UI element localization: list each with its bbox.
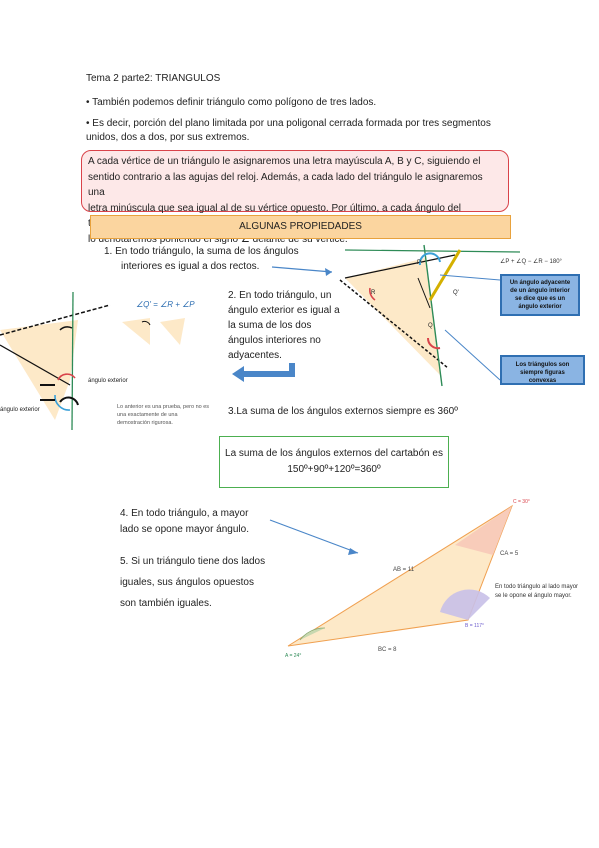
bullet-definition: • También podemos definir triángulo como… [86,97,377,108]
label-R: R [371,290,376,296]
small-note-line: demostración rigurosa. [117,420,173,426]
bullet-porcion: • Es decir, porción del plano limitada p… [86,118,491,129]
property-4-line: 4. En todo triángulo, a mayor [120,508,249,519]
page-title: Tema 2 parte2: TRIANGULOS [86,73,221,84]
angle-a-label: A = 24° [285,653,302,659]
callout-line: Un ángulo adyacente [509,280,571,286]
callout-line: Los triángulos son [515,362,570,368]
callout-line: convexas [528,378,557,384]
label-P: P [417,260,422,266]
property-4-line: lado se opone mayor ángulo. [120,524,249,535]
property-2-line: ángulos interiores no [228,335,321,346]
angle-c-label: C = 30° [513,499,530,505]
notation-line: A cada vértice de un triángulo le asigna… [88,156,481,167]
notation-line: sentido contrario a las agujas del reloj… [88,171,483,199]
figure-interior-angles [339,244,521,387]
property-1: 1. En todo triángulo, la suma de los áng… [104,244,299,274]
note-line: En todo triángulo al lado mayor [495,584,579,590]
property-2-line: 2. En todo triángulo, un [228,290,332,301]
property-4: 4. En todo triángulo, a mayor lado se op… [120,506,249,538]
property-5: 5. Si un triángulo tiene dos lados igual… [120,551,265,614]
largest-side-note: En todo triángulo al lado mayor se le op… [495,583,578,601]
figure-exterior-angle [0,291,185,431]
property-2-line: la suma de los dos [228,320,312,331]
side-ca-label: CA = 5 [500,551,519,557]
cartabon-line: La suma de los ángulos externos del cart… [225,448,443,459]
section-title: ALGUNAS PROPIEDADES [90,215,511,239]
callout-line: de un ángulo interior [510,288,570,294]
property-1-line: 1. En todo triángulo, la suma de los áng… [104,246,299,257]
label-angulo-exterior-b: ángulo exterior [0,407,40,413]
formula-interior: ∠P + ∠Q − ∠R − 180° [500,259,562,265]
property-1-line: interiores es igual a dos rectos. [121,261,260,272]
figure-largest-side [287,504,514,647]
small-note-line: Lo anterior es una prueba, pero no es [117,404,210,410]
property-2-line: adyacentes. [228,350,282,361]
formula-exterior: ∠Q' = ∠R + ∠P [136,300,195,309]
note-line: se le opone el ángulo mayor. [495,593,572,599]
side-bc-label: BC = 8 [378,647,397,653]
property-5-line: 5. Si un triángulo tiene dos lados [120,556,266,567]
small-note: Lo anterior es una prueba, pero no es un… [117,403,217,427]
bullet-porcion-cont: unidos, dos a dos, por sus extremos. [86,132,250,143]
small-note-line: una exactamente de una [117,412,178,418]
arrows [232,266,359,555]
property-2-line: ángulo exterior es igual a [228,305,340,316]
callout-line: siempre figuras [520,370,565,376]
callout-line: se dice que es un [514,296,566,302]
notation-line: lo denotaremos poniendo el signo ∠ delan… [88,233,348,245]
callout-convex: Los triángulos son siempre figuras conve… [500,355,585,385]
callout-adjacent-angle: Un ángulo adyacente de un ángulo interio… [500,274,580,316]
cartabon-box: La suma de los ángulos externos del cart… [219,436,449,488]
label-angulo-exterior-a: ángulo exterior [88,378,128,384]
property-5-line: son también iguales. [120,598,212,609]
callout-line: ángulo exterior [518,304,562,310]
angle-b-label: B = 117° [465,623,485,629]
label-Q2: Q' [453,290,459,296]
property-5-line: iguales, sus ángulos opuestos [120,577,254,588]
cartabon-line: 150º+90º+120º=360º [287,464,381,475]
side-ab-label: AB = 11 [393,567,415,573]
property-2: 2. En todo triángulo, un ángulo exterior… [228,288,340,363]
label-Q: Q [428,323,433,329]
property-3: 3.La suma de los ángulos externos siempr… [228,406,458,417]
vertex-notation-box: A cada vértice de un triángulo le asigna… [81,150,509,245]
